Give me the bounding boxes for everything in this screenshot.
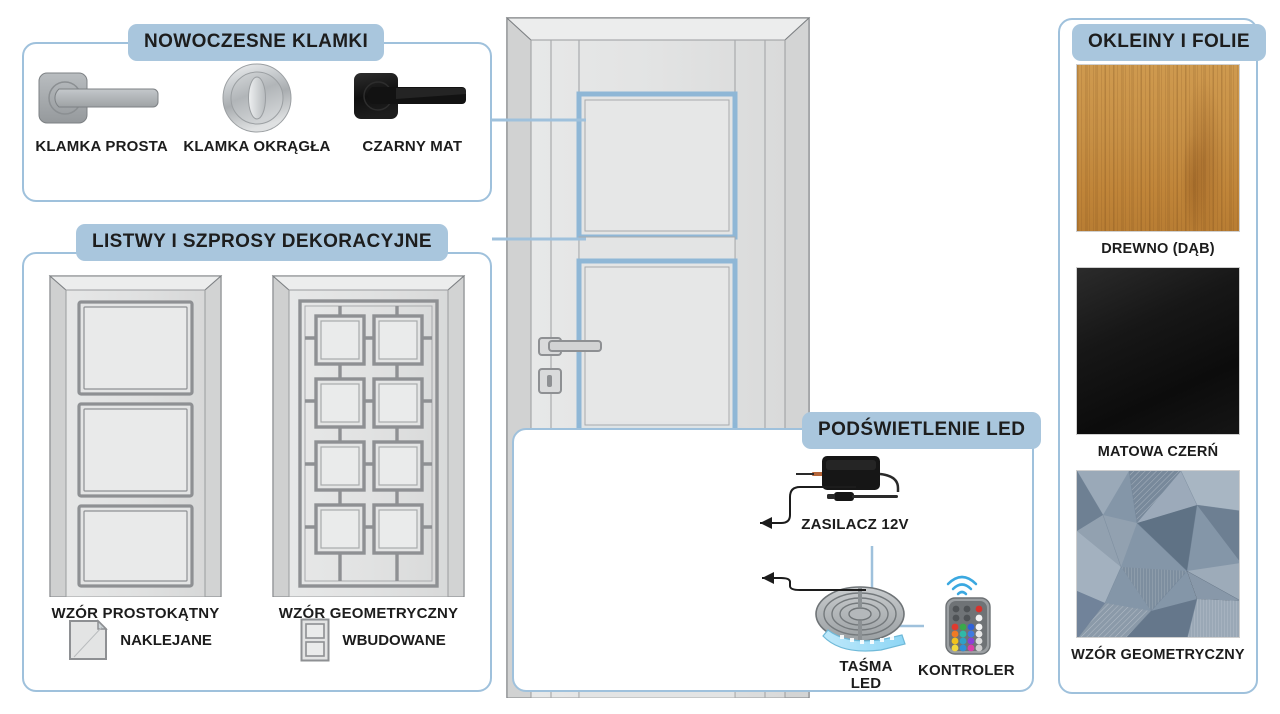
sample-caption: WZÓR PROSTOKĄTNY — [51, 605, 220, 622]
moulding-sample-list: WZÓR PROSTOKĄTNY — [24, 264, 490, 622]
rectangular-panel-door-icon — [48, 274, 223, 597]
panel-title-handles: NOWOCZESNE KLAMKI — [128, 24, 385, 61]
lever-handle-icon — [37, 62, 167, 134]
swatch-item-wood[interactable]: DREWNO (DĄB) — [1076, 64, 1240, 261]
handle-list: KLAMKA PROSTA — [24, 62, 490, 155]
led-strip-reel-icon — [815, 586, 906, 652]
embedded-panel-icon — [300, 618, 330, 662]
sample-geometric[interactable]: WZÓR GEOMETRYCZNY — [271, 264, 466, 622]
led-item-power-supply[interactable]: ZASILACZ 12V — [796, 452, 914, 533]
glass-panel-top — [576, 91, 738, 240]
panel-decorative-mouldings: WZÓR PROSTOKĄTNY — [22, 252, 492, 692]
round-knob-icon — [218, 62, 296, 134]
swatch-item-black[interactable]: MATOWA CZERŃ — [1076, 267, 1240, 464]
handle-caption: KLAMKA PROSTA — [35, 138, 168, 155]
swatch-item-geometric[interactable]: WZÓR GEOMETRYCZNY — [1071, 470, 1245, 667]
peel-sticker-icon — [69, 619, 109, 660]
rgb-remote-icon — [945, 575, 992, 655]
legend-item-builtin[interactable]: WBUDOWANE — [300, 618, 446, 662]
swatch-list: DREWNO (DĄB) MATOWA CZERŃ — [1060, 64, 1256, 667]
door-lock-cylinder — [538, 368, 562, 394]
panel-modern-handles: KLAMKA PROSTA — [22, 42, 492, 202]
led-item-controller[interactable]: KONTROLER — [918, 568, 1015, 679]
handle-item-black[interactable]: CZARNY MAT — [337, 62, 487, 155]
swatch-caption: DREWNO (DĄB) — [1101, 241, 1215, 257]
led-caption: TAŚMA LED — [839, 658, 892, 693]
panel-veneers-foils: DREWNO (DĄB) MATOWA CZERŃ — [1058, 18, 1258, 694]
led-caption-line2: LED — [850, 675, 882, 693]
matte-black-swatch — [1076, 267, 1240, 435]
panel-title-mouldings: LISTWY I SZPROSY DEKORACYJNE — [76, 224, 448, 261]
legend-label: NAKLEJANE — [120, 631, 212, 649]
led-caption-line1: TAŚMA — [839, 658, 893, 675]
sample-rectangular[interactable]: WZÓR PROSTOKĄTNY — [48, 264, 223, 622]
handle-caption: KLAMKA OKRĄGŁA — [183, 138, 331, 155]
panel-led-lighting: ZASILACZ 12V — [512, 428, 1034, 692]
swatch-caption: WZÓR GEOMETRYCZNY — [1071, 647, 1245, 663]
panel-title-veneers: OKLEINY I FOLIE — [1072, 24, 1266, 61]
moulding-legend: NAKLEJANE WBUDOWANE — [24, 618, 490, 662]
legend-label: WBUDOWANE — [342, 631, 446, 649]
swatch-caption: MATOWA CZERŃ — [1097, 444, 1219, 460]
wood-oak-swatch — [1076, 64, 1240, 232]
sample-caption: WZÓR GEOMETRYCZNY — [278, 605, 459, 622]
geometric-lattice-door-icon — [271, 274, 466, 597]
led-caption: ZASILACZ 12V — [801, 516, 909, 533]
glass-panel-middle — [576, 258, 738, 434]
geometric-swatch — [1075, 470, 1240, 638]
black-lever-handle-icon — [352, 62, 472, 134]
legend-item-stickon[interactable]: NAKLEJANE — [68, 619, 212, 661]
power-supply-icon — [796, 456, 900, 501]
handle-caption: CZARNY MAT — [362, 138, 463, 155]
panel-title-led: PODŚWIETLENIE LED — [802, 412, 1042, 449]
handle-item-round[interactable]: KLAMKA OKRĄGŁA — [182, 62, 332, 155]
led-caption: KONTROLER — [918, 662, 1015, 679]
led-item-strip[interactable]: TAŚMA LED — [810, 582, 922, 693]
handle-item-lever[interactable]: KLAMKA PROSTA — [27, 62, 177, 155]
door-handle[interactable] — [538, 337, 602, 356]
